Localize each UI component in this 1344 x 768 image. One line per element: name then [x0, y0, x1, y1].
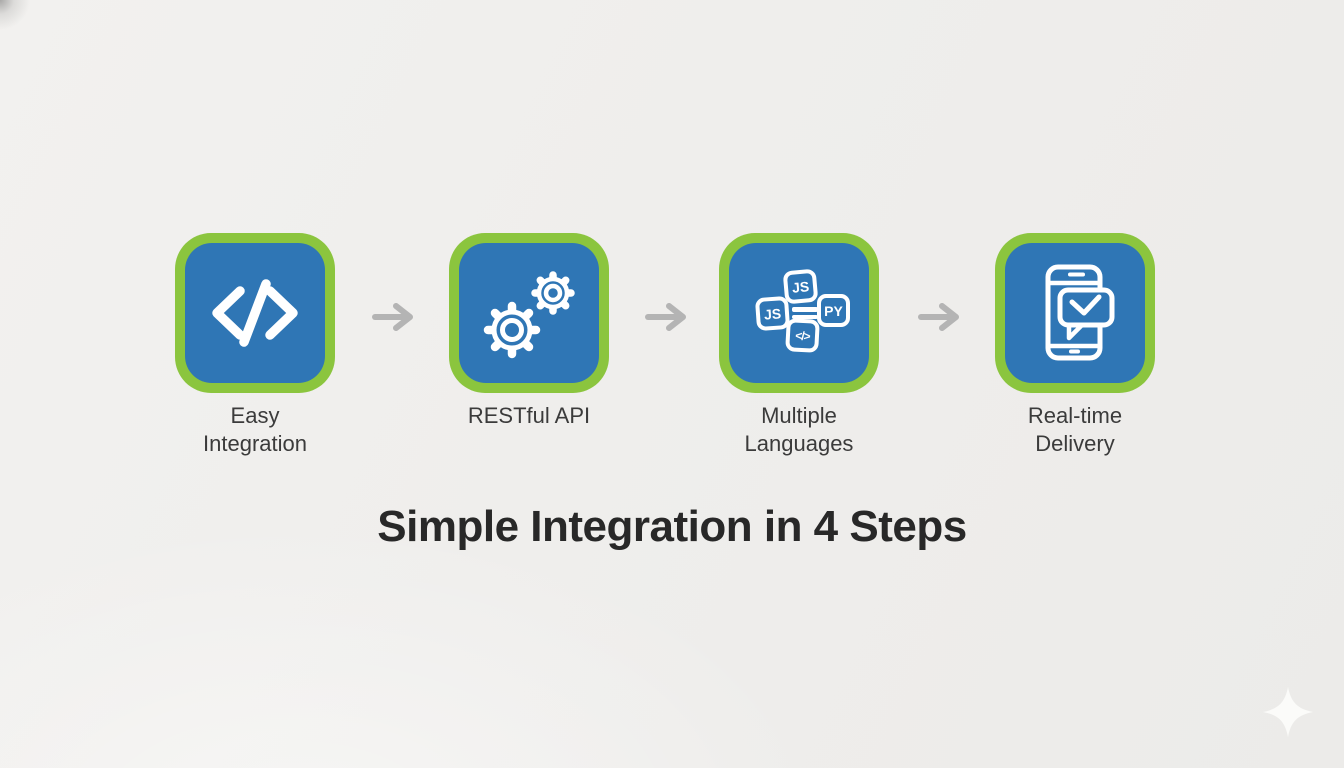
phone-chat-icon	[1045, 264, 1115, 361]
language-badge-js: JS	[754, 295, 791, 332]
page-title: Simple Integration in 4 Steps	[377, 502, 967, 551]
sparkle-icon	[1262, 686, 1314, 738]
step-label-line1: Multiple	[761, 403, 837, 428]
step-label: Easy Integration	[135, 402, 375, 458]
step-tile: JS JS PY </>	[719, 233, 879, 393]
step-tile	[995, 233, 1155, 393]
step-label-line2: Languages	[744, 431, 854, 456]
step-tile	[175, 233, 335, 393]
step-label-line2: Delivery	[1035, 431, 1115, 456]
arrow-right-icon	[918, 303, 959, 331]
corner-shadow	[0, 0, 70, 70]
arrow-right-icon	[645, 303, 686, 331]
code-brackets-icon	[212, 279, 298, 347]
step-tile	[449, 233, 609, 393]
step-label-line1: Easy	[230, 403, 280, 428]
step-label: Real-time Delivery	[955, 402, 1195, 458]
step-label-line1: Real-time	[1027, 403, 1123, 428]
badge-connector-bar	[792, 314, 818, 319]
arrow-right-icon	[372, 303, 413, 331]
gears-icon	[483, 271, 575, 359]
language-badges-icon: JS JS PY </>	[744, 258, 854, 368]
step-label: Multiple Languages	[679, 402, 919, 458]
language-badge-code: </>	[785, 318, 820, 353]
badge-connector-bar	[792, 307, 818, 312]
step-label-line1: RESTful API	[467, 403, 591, 428]
language-badge-js: JS	[782, 268, 819, 305]
language-badge-py: PY	[817, 294, 850, 327]
step-label: RESTful API	[409, 402, 649, 430]
step-label-line2: Integration	[203, 431, 307, 456]
